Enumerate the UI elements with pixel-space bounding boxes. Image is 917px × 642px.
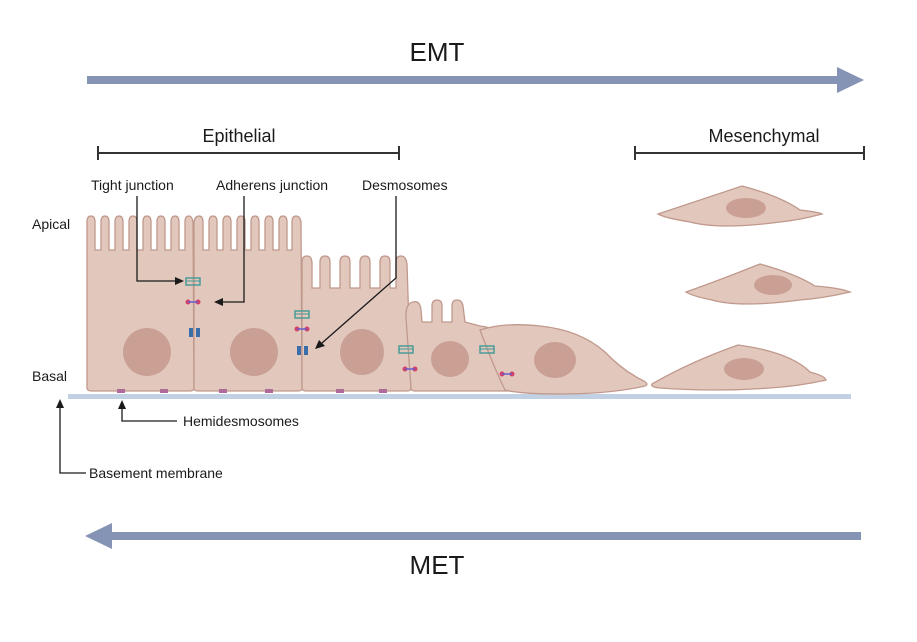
- met-title: MET: [410, 550, 465, 580]
- nucleus: [724, 358, 764, 380]
- nucleus: [726, 198, 766, 218]
- nucleus: [431, 341, 469, 377]
- mesenchymal-bracket: [634, 146, 865, 160]
- basal-label: Basal: [32, 368, 67, 384]
- met-arrow: [85, 523, 861, 549]
- nucleus: [230, 328, 278, 376]
- hemidesmosome-marker: [117, 389, 125, 393]
- desmosomes-label: Desmosomes: [362, 177, 448, 193]
- hemidesmosome-marker: [219, 389, 227, 393]
- emt-arrow: [87, 67, 864, 93]
- hemidesmosome-marker: [336, 389, 344, 393]
- nucleus: [534, 342, 576, 378]
- adherens-junction-pointer: [214, 196, 245, 306]
- tight-junction-marker: [479, 345, 495, 354]
- nucleus: [754, 275, 792, 295]
- emt-title: EMT: [410, 37, 465, 67]
- apical-label: Apical: [32, 216, 70, 232]
- hemidesmosomes-pointer: [118, 400, 177, 422]
- adherens-junction-marker: [402, 366, 418, 372]
- tight-junction-pointer: [136, 196, 184, 285]
- hemidesmosomes-label: Hemidesmosomes: [183, 413, 299, 429]
- adherens-junction-marker: [185, 299, 201, 305]
- tight-junction-label: Tight junction: [91, 177, 174, 193]
- hemidesmosome-marker: [265, 389, 273, 393]
- mesenchymal-label: Mesenchymal: [708, 126, 819, 146]
- desmosome-marker: [189, 328, 200, 337]
- basement-membrane-label: Basement membrane: [89, 465, 223, 481]
- nucleus: [123, 328, 171, 376]
- desmosome-marker: [297, 346, 308, 355]
- adherens-junction-label: Adherens junction: [216, 177, 328, 193]
- hemidesmosome-marker: [379, 389, 387, 393]
- nucleus: [340, 329, 384, 375]
- epithelial-bracket: [97, 146, 400, 160]
- basement-membrane-pointer: [56, 399, 86, 474]
- tight-junction-marker: [294, 310, 310, 319]
- basement-membrane: [68, 394, 851, 399]
- adherens-junction-marker: [294, 326, 310, 332]
- tight-junction-marker: [185, 277, 201, 286]
- epithelial-cell: [301, 255, 412, 392]
- epithelial-label: Epithelial: [202, 126, 275, 146]
- tight-junction-marker: [398, 345, 414, 354]
- adherens-junction-marker: [499, 371, 515, 377]
- desmosomes-pointer: [315, 196, 397, 349]
- hemidesmosome-marker: [160, 389, 168, 393]
